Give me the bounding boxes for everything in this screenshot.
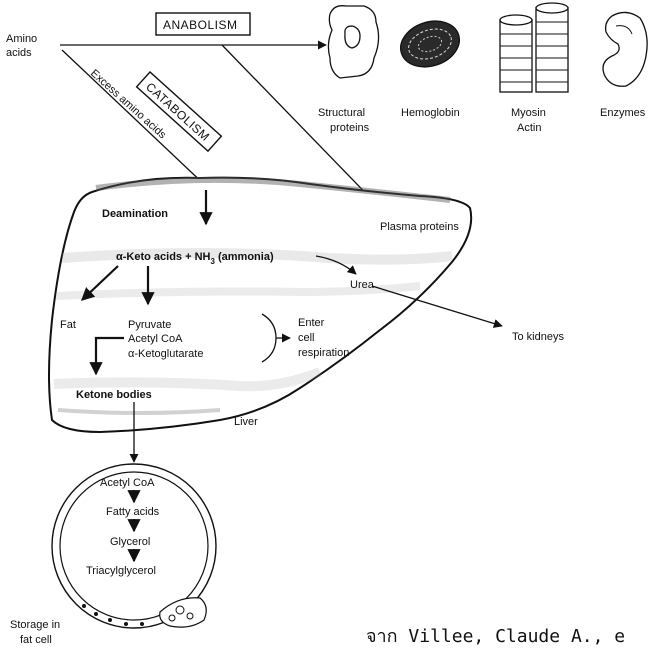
myosin-actin-icon <box>500 3 568 92</box>
hemoglobin-icon <box>395 14 466 74</box>
storage-label-line1: Storage in <box>10 619 60 631</box>
structural-proteins-label-line1: Structural <box>318 107 365 119</box>
glycerol-label: Glycerol <box>110 536 150 548</box>
ammonia-label: (ammonia) <box>215 251 274 263</box>
fatty-acids-label: Fatty acids <box>106 506 160 518</box>
ketoglutarate-label: α-Ketoglutarate <box>128 348 203 360</box>
catabolism-box: CATABOLISM <box>137 72 222 151</box>
deamination-label: Deamination <box>102 208 168 220</box>
amino-acids-label-line2: acids <box>6 47 32 59</box>
fat-label: Fat <box>60 319 76 331</box>
liver-label: Liver <box>234 416 258 428</box>
anabolism-label: ANABOLISM <box>163 18 238 32</box>
enzymes-label: Enzymes <box>600 107 646 119</box>
ketone-bodies-label: Ketone bodies <box>76 389 152 401</box>
actin-label: Actin <box>517 122 541 134</box>
myosin-label: Myosin <box>511 107 546 119</box>
enter-label: Enter <box>298 317 325 329</box>
amino-acids-label-line1: Amino <box>6 33 37 45</box>
acetyl-coa-label: Acetyl CoA <box>128 333 183 345</box>
pyruvate-label: Pyruvate <box>128 319 171 331</box>
hemoglobin-label: Hemoglobin <box>401 107 460 119</box>
structural-protein-icon <box>328 6 378 78</box>
respiration-label: respiration <box>298 347 349 359</box>
to-kidneys-label: To kidneys <box>512 331 564 343</box>
storage-label-line2: fat cell <box>20 634 52 646</box>
source-caption: จาก Villee, Claude A., e <box>366 626 625 647</box>
keto-acids-label: α-Keto acids + NH <box>116 251 211 263</box>
urea-label: Urea <box>350 279 375 291</box>
plasma-proteins-label: Plasma proteins <box>380 221 459 233</box>
triacylglycerol-label: Triacylglycerol <box>86 565 156 577</box>
structural-proteins-label-line2: proteins <box>330 122 370 134</box>
enzyme-icon <box>603 12 647 86</box>
fat-cell-acetyl-coa-label: Acetyl CoA <box>100 477 155 489</box>
cell-label: cell <box>298 332 315 344</box>
